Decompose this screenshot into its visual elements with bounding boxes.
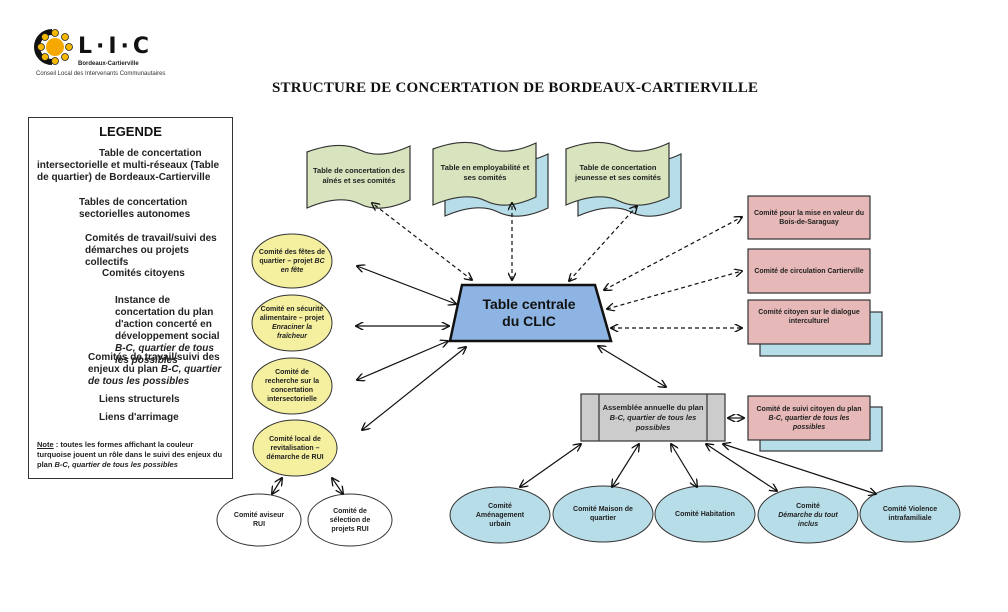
legend-item-instance-text: Instance de concertation du plan d'actio…	[115, 295, 220, 342]
link-central-fetes	[357, 266, 456, 304]
legend-item-instance: Instance de concertation du plan d'actio…	[37, 295, 227, 367]
plan-committee-toutinclus-text: Comité Démarche du tout inclus	[778, 502, 838, 528]
link-central-youth	[569, 206, 637, 281]
sectoral-table-shape-2	[432, 141, 549, 217]
citizen-committee-shape-1	[747, 195, 871, 240]
work-committee-fetes[interactable]: Comité des fêtes de quartier – projet BC…	[258, 244, 326, 278]
legend-item-central: Table de concertation intersectorielle e…	[37, 148, 220, 183]
link-central-assembly	[598, 346, 666, 387]
plan-committee-maison[interactable]: Comité Maison de quartier	[573, 506, 633, 522]
citizen-committee-saraguay[interactable]: Comité pour la mise en valeur du Bois-de…	[753, 209, 865, 226]
citizen-committee-circulation[interactable]: Comité de circulation Cartierville	[754, 267, 864, 275]
work-committee-rui[interactable]: Comité local de revitalisation – démarch…	[266, 435, 324, 461]
link-central-seniors	[372, 203, 472, 280]
plan-committee-habitation[interactable]: Comité Habitation	[675, 510, 735, 518]
logo-subtitle: Bordeaux-Cartierville	[78, 61, 139, 67]
legend-item-work-committees: Comités de travail/suivi des démarches o…	[85, 233, 217, 268]
followup-committee[interactable]: Comité de suivi citoyen du plan B-C, qua…	[752, 398, 866, 438]
work-committee-fetes-text: Comité des fêtes de quartier – projet BC…	[258, 248, 326, 274]
legend-item-plan-committees: Comités de travail/suivi des enjeux du p…	[88, 352, 228, 388]
assembly-annual-text: Assemblée annuelle du plan B-C, quartier…	[602, 402, 704, 432]
work-committee-shape-1	[251, 233, 333, 289]
sectoral-table-shape-3	[565, 141, 682, 217]
legend-note: Note : toutes les formes affichant la co…	[37, 440, 227, 470]
link-central-rui	[362, 347, 466, 430]
link-assembly-maison	[612, 444, 639, 487]
work-committee-shape-4	[252, 419, 338, 477]
legend-item-sectoral: Tables de concertation sectorielles auto…	[79, 197, 191, 220]
citizen-committee-intercultural[interactable]: Comité citoyen sur le dialogue intercult…	[758, 309, 860, 325]
link-central-recherche	[357, 341, 448, 380]
page-title: STRUCTURE DE CONCERTATION DE BORDEAUX-CA…	[272, 80, 759, 96]
sectoral-table-shape-1	[306, 144, 411, 209]
plan-committee-shape-1	[449, 486, 551, 544]
citizen-committee-shape-3	[747, 299, 871, 345]
link-assembly-habitation	[671, 444, 697, 487]
followup-committee-shape	[747, 395, 871, 441]
legend-item-citizen: Comités citoyens	[102, 268, 185, 279]
central-table-shape	[448, 283, 613, 343]
sectoral-table-youth[interactable]: Table de concertation jeunesse et ses co…	[575, 163, 661, 182]
link-rui-selection	[332, 478, 343, 494]
citizen-committee-shape-2	[747, 248, 871, 294]
link-rui-aviseur	[272, 478, 282, 494]
plan-committee-amenagement[interactable]: Comité Aménagement urbain	[475, 502, 525, 528]
rui-committee-shape-2	[307, 493, 393, 547]
legend-note-text: : toutes les formes affichant la couleur…	[37, 440, 223, 469]
work-committee-alimentaire-text: Comité en sécurité alimentaire – projet …	[259, 306, 325, 340]
work-committee-recherche[interactable]: Comité de recherche sur la concertation …	[264, 369, 320, 403]
legend-item-plan-text: Comités de travail/suivi des enjeux du p…	[88, 352, 220, 375]
rui-committee-aviseur[interactable]: Comité aviseur RUI	[233, 512, 285, 528]
plan-committee-violence[interactable]: Comité Violence intrafamiliale	[882, 506, 938, 522]
work-committee-shape-3	[251, 357, 333, 415]
assembly-shape	[580, 393, 726, 442]
logo-tagline: Conseil Local des Intervenants Communaut…	[36, 71, 166, 77]
plan-committee-shape-5	[859, 485, 961, 543]
link-assembly-violence	[723, 444, 876, 494]
solid-links	[272, 266, 876, 494]
legend-item-instance-italic: B-C, quartier de tous les possibles	[115, 343, 214, 366]
rui-committee-shape-1	[216, 493, 302, 547]
assembly-annual[interactable]: Assemblée annuelle du plan B-C, quartier…	[601, 396, 705, 439]
legend-title: LEGENDE	[99, 124, 162, 139]
followup-committee-text: Comité de suivi citoyen du plan B-C, qua…	[756, 405, 862, 431]
link-assembly-amenagement	[520, 444, 581, 487]
logo-letters: L·I·C	[78, 34, 154, 59]
work-committee-shape-2	[251, 294, 333, 352]
legend-note-label: Note	[37, 440, 54, 449]
clic-logo-icon	[34, 29, 73, 65]
link-central-circulation	[607, 271, 742, 309]
plan-committee-toutinclus[interactable]: Comité Démarche du tout inclus	[776, 500, 840, 530]
sectoral-table-seniors[interactable]: Table de concertation des aînés et ses c…	[313, 166, 405, 185]
legend-note-italic: B-C, quartier de tous les possibles	[54, 460, 178, 469]
legend-item-plan-italic: B-C, quartier de tous les possibles	[88, 364, 222, 387]
legend-item-solid-links: Liens structurels	[99, 394, 180, 405]
rui-committee-selection[interactable]: Comité de sélection de projets RUI	[329, 507, 371, 533]
legend-item-instance-indent: Instance de concertation du plan d'actio…	[37, 295, 227, 367]
plan-committee-shape-2	[552, 485, 654, 543]
sectoral-table-employability[interactable]: Table en employabilité et ses comités	[440, 163, 530, 182]
legend-item-dashed-links: Liens d'arrimage	[99, 412, 179, 423]
link-central-saraguay	[604, 217, 742, 290]
legend-box	[28, 117, 233, 479]
work-committee-alimentaire[interactable]: Comité en sécurité alimentaire – projet …	[258, 303, 326, 343]
